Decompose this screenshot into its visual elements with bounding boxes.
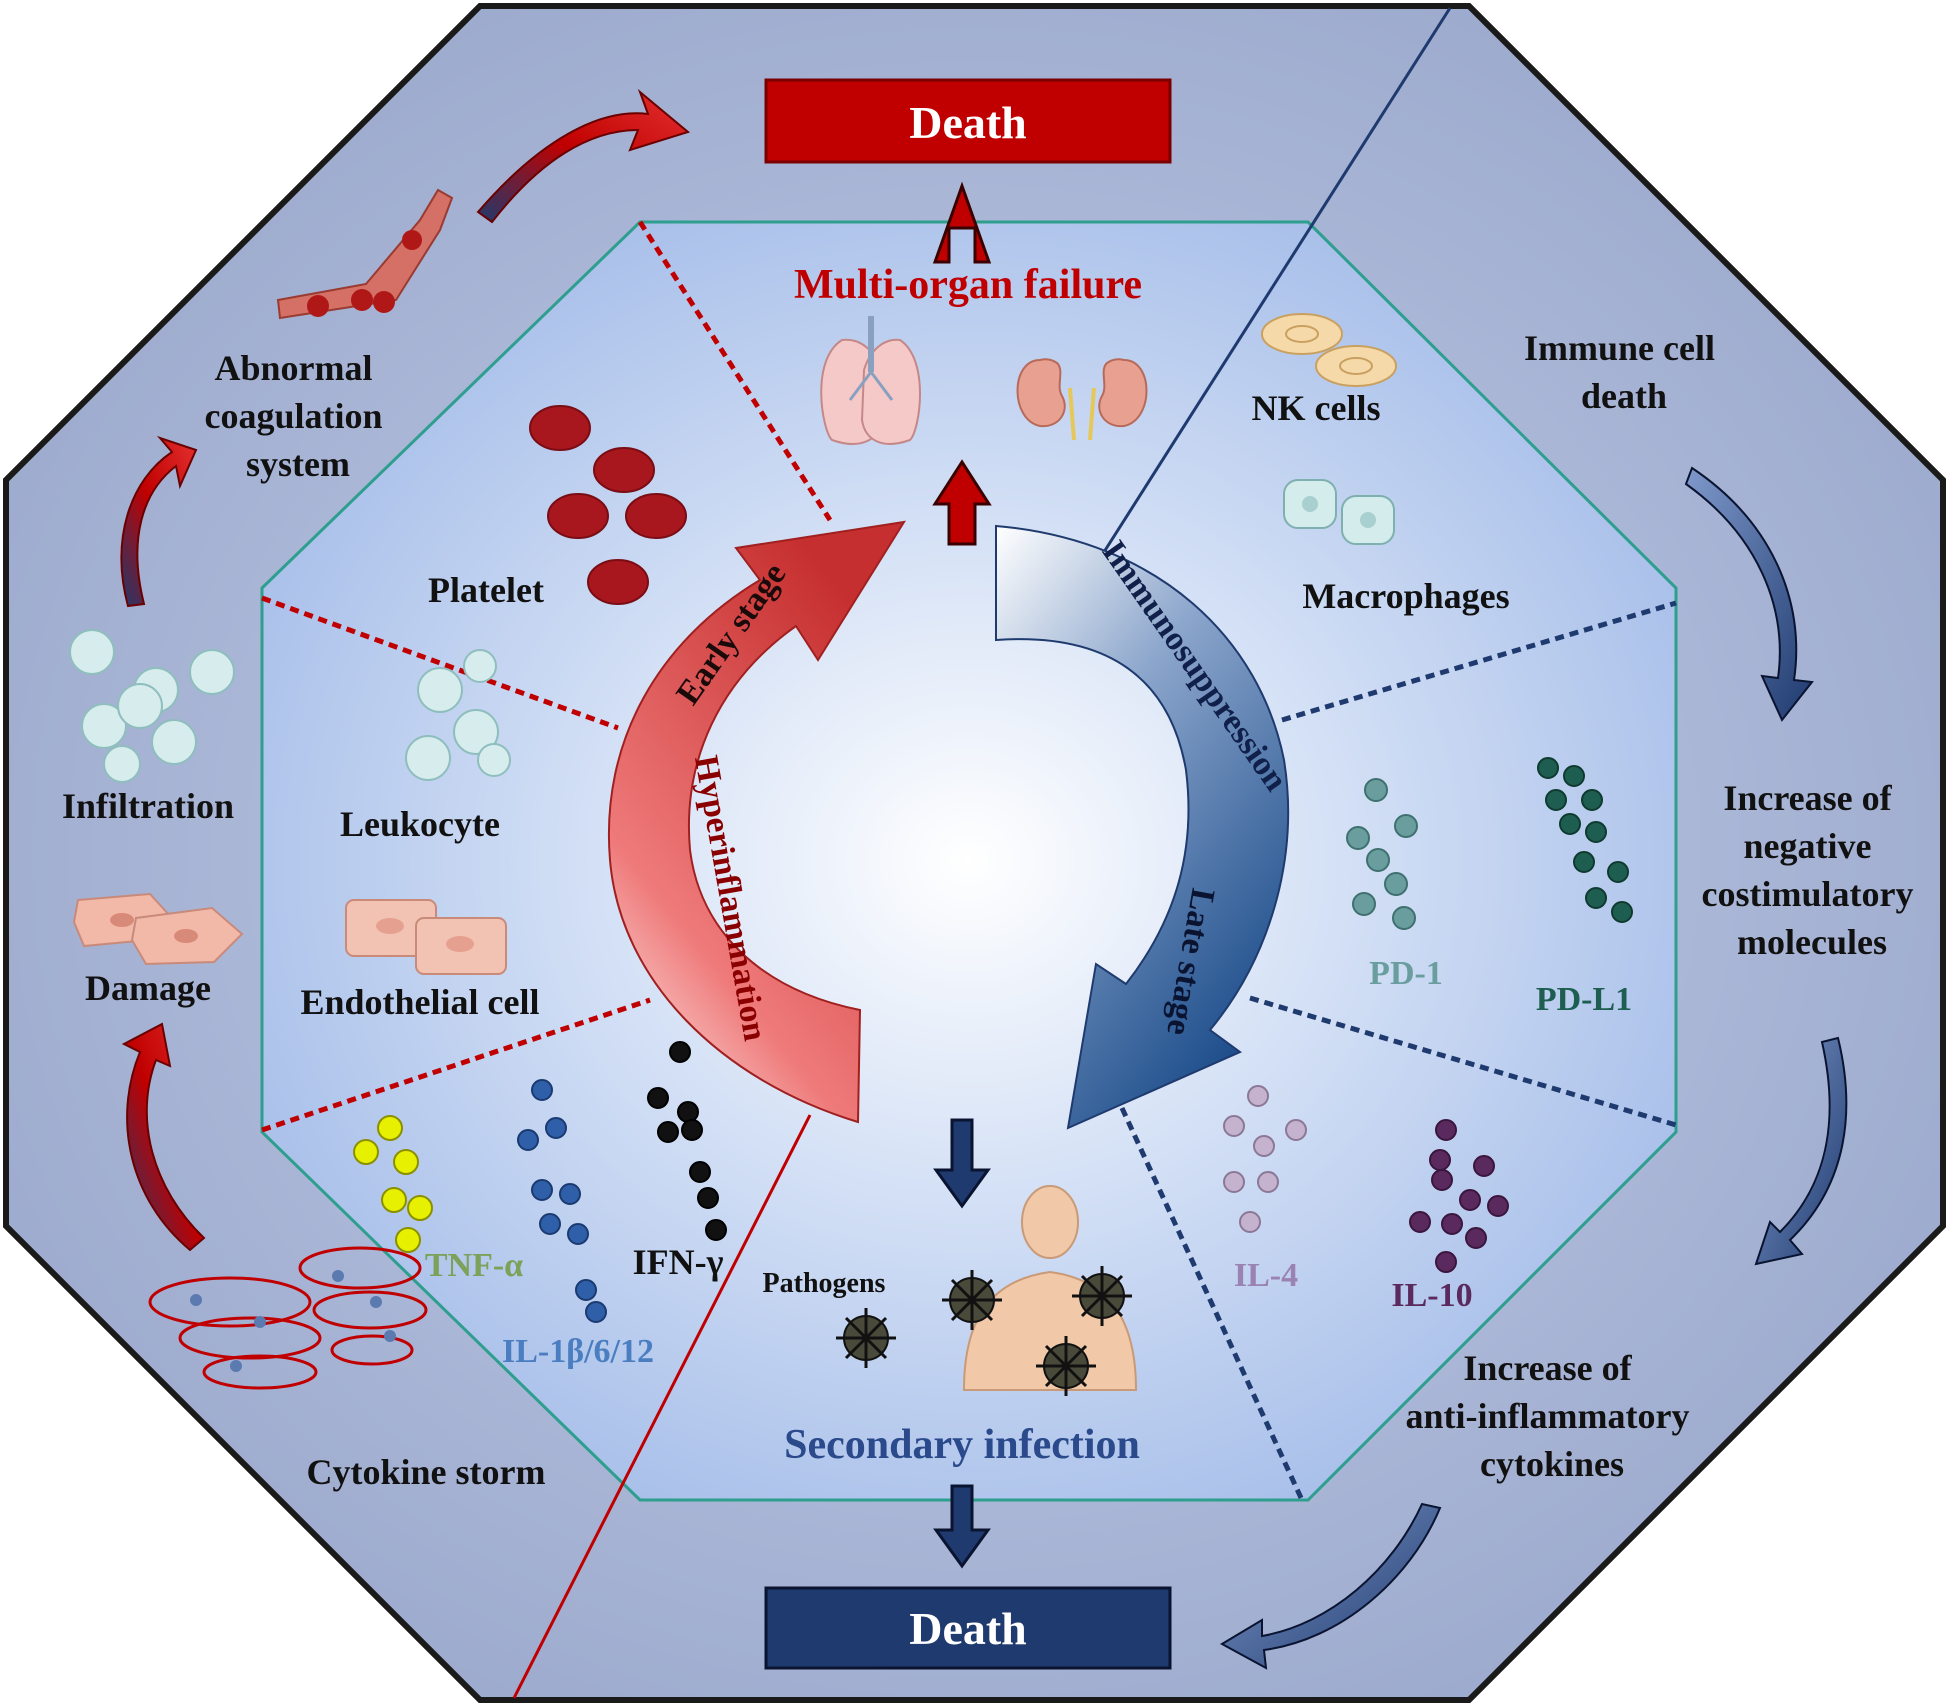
death-label-bottom: Death xyxy=(909,1603,1027,1654)
divider-line-bottom-left xyxy=(512,1114,812,1699)
macrophage-icons xyxy=(1283,479,1395,545)
negative-costimulatory-label: Increase of negative costimulatory molec… xyxy=(1702,778,1923,962)
inner-octagon xyxy=(260,220,1678,1502)
up-arrow-to-organ-failure xyxy=(932,459,992,546)
il-1b-6-12-label: IL-1β/6/12 xyxy=(502,1333,654,1370)
early-stage-arrow xyxy=(607,520,907,1124)
cytokine-storm-label: Cytokine storm xyxy=(307,1452,546,1492)
nk-cell-icons xyxy=(1261,313,1397,387)
pdl1-label: PD-L1 xyxy=(1536,981,1632,1018)
down-arrow-to-death xyxy=(933,1484,991,1569)
curved-arrow-to-coagulation xyxy=(120,435,198,608)
endothelial-cell-label: Endothelial cell xyxy=(300,982,539,1022)
curved-arrow-to-anti-inflammatory xyxy=(1754,1036,1848,1266)
il4-label: IL-4 xyxy=(1234,1257,1298,1294)
curved-arrow-to-costimulatory xyxy=(1684,466,1814,722)
dotted-divider-left xyxy=(261,595,619,731)
lungs-icon xyxy=(820,316,921,445)
macrophages-label: Macrophages xyxy=(1302,576,1509,616)
curved-arrow-to-damage xyxy=(121,1022,206,1252)
ifn-gamma-icons xyxy=(647,1041,727,1241)
curved-arrow-to-death xyxy=(476,88,691,224)
up-arrow-to-death xyxy=(932,181,992,264)
death-label-top: Death xyxy=(909,97,1027,148)
il10-icons xyxy=(1409,1119,1509,1273)
death-box-bottom xyxy=(764,1586,1172,1670)
il-1b-6-12-icons xyxy=(517,1079,607,1323)
platelet-icons xyxy=(529,405,687,605)
tnf-alpha-icons xyxy=(353,1115,433,1253)
il10-label: IL-10 xyxy=(1391,1277,1472,1314)
kidneys-icon xyxy=(1016,358,1148,441)
down-arrow-to-infection xyxy=(933,1118,991,1209)
tnf-alpha-label: TNF-α xyxy=(425,1247,523,1284)
damage-label: Damage xyxy=(85,968,211,1008)
il4-icons xyxy=(1223,1085,1307,1233)
divider-line-top-right xyxy=(1102,7,1452,553)
pdl1-icons xyxy=(1537,757,1633,923)
dotted-divider-bottom xyxy=(1119,1106,1305,1502)
pd1-label: PD-1 xyxy=(1369,955,1443,992)
ifn-gamma-label: IFN-γ xyxy=(633,1242,724,1282)
infiltration-cell-icons xyxy=(69,629,235,783)
abnormal-coagulation-label: Abnormal coagulation system xyxy=(204,348,391,484)
blood-vessel-icon xyxy=(276,188,454,320)
immune-cell-death-label: Immune cell death xyxy=(1524,328,1724,416)
late-stage-arrow xyxy=(995,524,1290,1130)
pathogens-label: Pathogens xyxy=(763,1268,886,1299)
leukocyte-label: Leukocyte xyxy=(340,804,500,844)
curved-arrow-to-death-bottom xyxy=(1219,1502,1442,1670)
endothelial-cell-icons xyxy=(345,899,507,975)
multi-organ-failure-label: Multi-organ failure xyxy=(794,262,1142,308)
cytokine-storm-icon xyxy=(148,1246,428,1390)
platelet-label: Platelet xyxy=(428,570,544,610)
infiltration-label: Infiltration xyxy=(62,786,234,826)
anti-inflammatory-label: Increase of anti-inflammatory cytokines xyxy=(1406,1348,1699,1484)
dotted-divider-bottom-left xyxy=(261,997,651,1133)
pathogen-spikes xyxy=(836,1266,1132,1396)
death-box-top xyxy=(764,78,1172,164)
dotted-divider-right xyxy=(1281,600,1677,723)
cytokine-storm-dots xyxy=(190,1270,396,1372)
nk-cells-label: NK cells xyxy=(1252,388,1381,428)
damage-cell-icons xyxy=(72,892,244,966)
leukocyte-icons xyxy=(405,649,511,781)
pd1-icons xyxy=(1346,778,1418,930)
secondary-infection-label: Secondary infection xyxy=(784,1422,1140,1468)
